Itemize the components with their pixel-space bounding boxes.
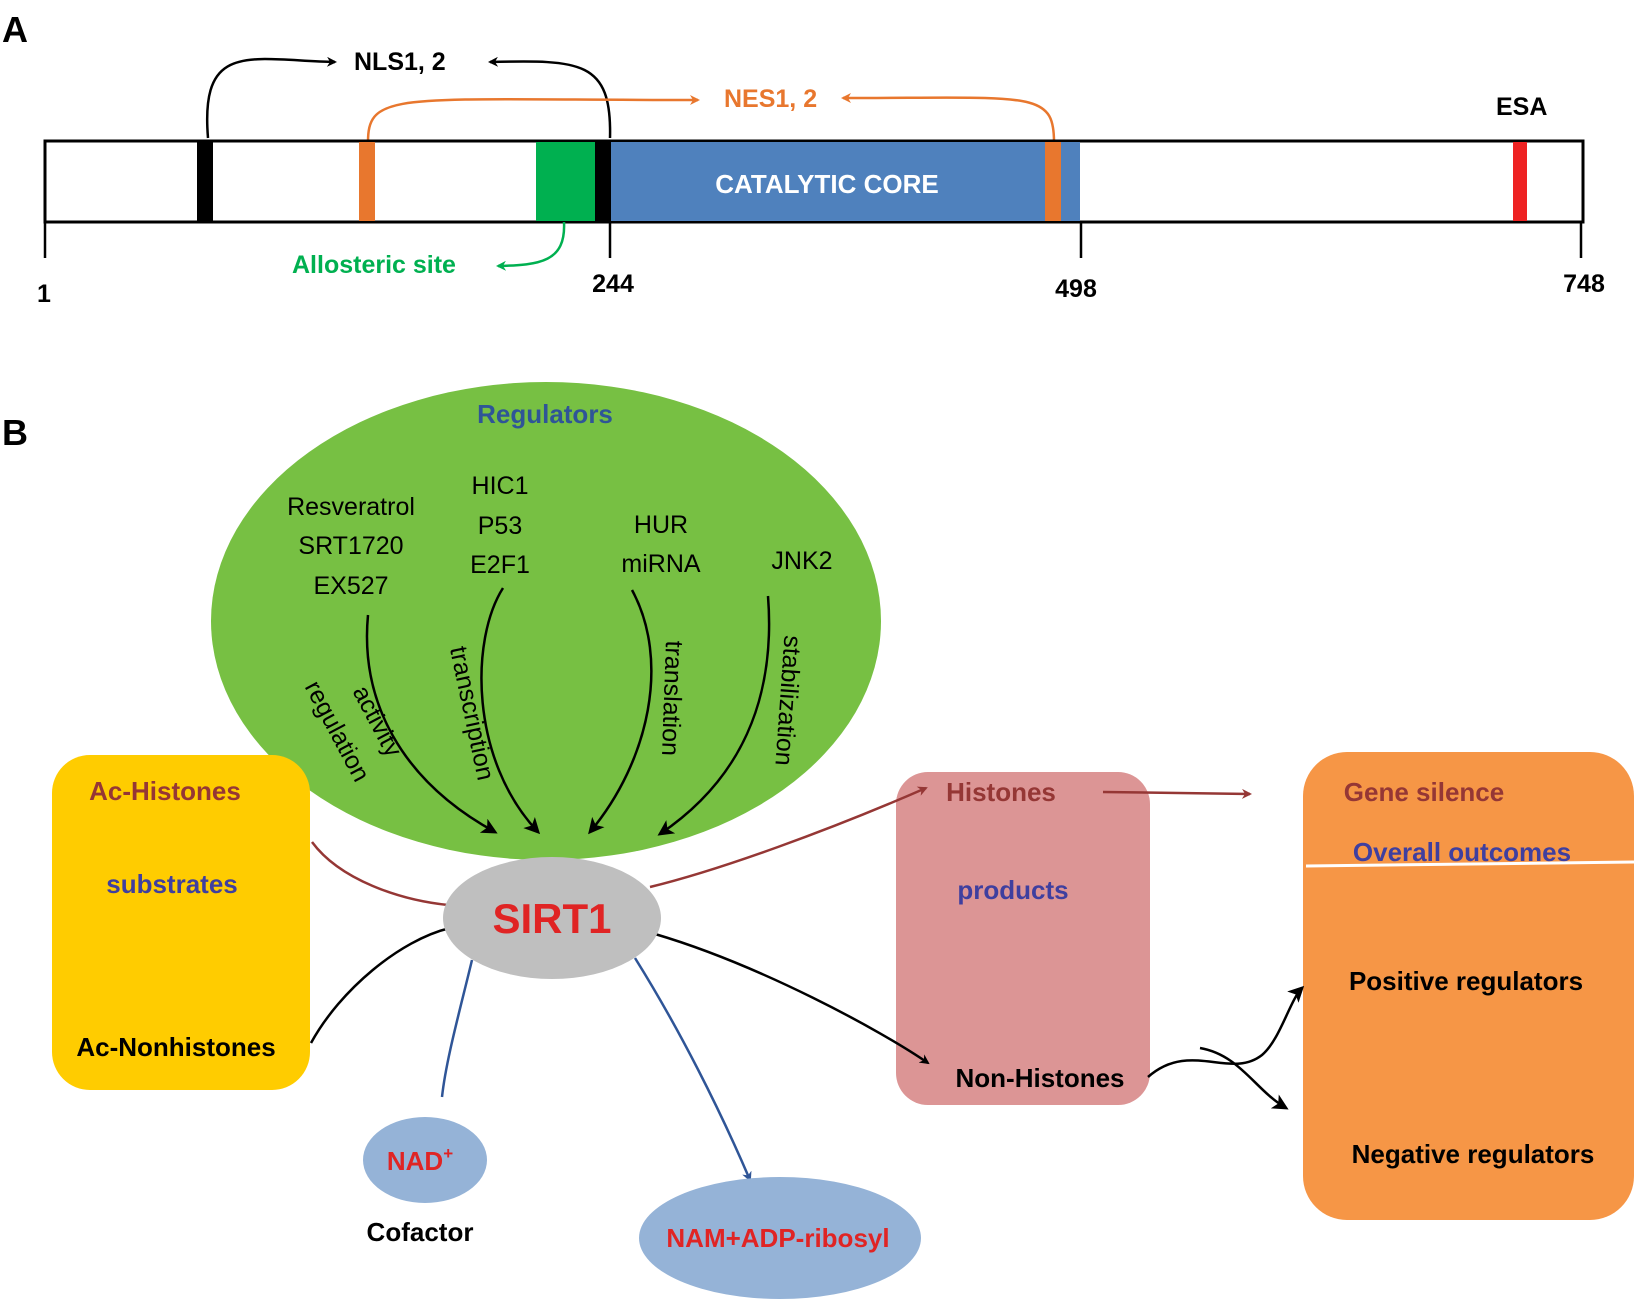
mech-translation: translation	[656, 640, 688, 756]
nls-arrow-right	[488, 56, 612, 139]
nonhistones-label: Non-Histones	[956, 1063, 1125, 1093]
substrates-box	[52, 755, 310, 1090]
arrow-stabilization	[657, 595, 771, 836]
sirt1-ellipse	[443, 857, 661, 979]
nls-arrow-left	[205, 56, 337, 139]
arrow-to-negative	[1199, 1046, 1289, 1110]
regulator-hur: HUR	[634, 511, 688, 539]
histones-label: Histones	[946, 777, 1056, 807]
arrow-sirt1-histones	[649, 786, 928, 889]
products-box	[896, 772, 1150, 1105]
tick-label-244: 244	[592, 270, 634, 298]
regulator-resveratrol: Resveratrol	[287, 493, 415, 521]
overall-outcomes-label: Overall outcomes	[1353, 837, 1571, 867]
tick-label-498: 498	[1055, 275, 1097, 303]
products-label: products	[957, 875, 1068, 905]
arrow-sirt1-byproduct	[633, 957, 752, 1182]
line-cofactor-sirt1	[440, 959, 474, 1098]
ac-histones-label: Ac-Histones	[89, 776, 241, 806]
tick-label-748: 748	[1563, 270, 1605, 298]
regulator-jnk2: JNK2	[771, 547, 832, 575]
nes-label: NES1, 2	[724, 85, 817, 113]
nes-arrow-right	[841, 92, 1056, 143]
nes2-mark	[1045, 142, 1061, 221]
catalytic-core	[610, 142, 1080, 221]
tick-label-1: 1	[37, 280, 51, 308]
esa-label: ESA	[1496, 93, 1547, 121]
allosteric-region	[536, 142, 596, 221]
allosteric-label: Allosteric site	[292, 251, 456, 279]
arrow-sirt1-nonhistones	[654, 932, 930, 1065]
nls2-mark	[595, 142, 611, 221]
cofactor-label: Cofactor	[367, 1217, 474, 1247]
nls-label: NLS1, 2	[354, 48, 446, 76]
nls1-mark	[197, 142, 213, 221]
line-ac-nonhistones-sirt1	[309, 926, 451, 1044]
catalytic-core-label: CATALYTIC CORE	[715, 169, 938, 199]
gene-silence-label: Gene silence	[1344, 777, 1504, 807]
arrow-activity	[365, 614, 498, 834]
outcomes-box	[1303, 752, 1634, 1220]
arrow-transcription	[480, 587, 541, 835]
arrow-translation	[588, 589, 653, 835]
regulator-mirna: miRNA	[621, 550, 700, 578]
regulator-group-2: HIC1 P53 E2F1	[470, 472, 530, 579]
nad-label: NAD+	[387, 1144, 453, 1176]
byproduct-ellipse	[639, 1177, 921, 1299]
panel-b-label: B	[2, 412, 28, 453]
regulator-ex527: EX527	[313, 572, 388, 600]
nad-text: NAD	[387, 1146, 443, 1176]
nes-arrow-left	[366, 94, 700, 143]
nes1-mark	[359, 142, 375, 221]
regulators-ellipse	[211, 382, 881, 860]
nad-ellipse	[363, 1117, 487, 1203]
esa-mark	[1513, 142, 1527, 221]
negative-regulators-label: Negative regulators	[1352, 1139, 1595, 1169]
substrates-label: substrates	[106, 869, 238, 899]
regulator-group-1: Resveratrol SRT1720 EX527	[287, 493, 415, 600]
byproduct-label: NAM+ADP-ribosyl	[666, 1223, 889, 1253]
regulator-hic1: HIC1	[472, 472, 529, 500]
regulator-group-3: HUR miRNA	[621, 511, 700, 578]
panel-a-label: A	[2, 9, 28, 50]
regulator-srt1720: SRT1720	[298, 532, 403, 560]
allosteric-arrow	[496, 221, 566, 271]
regulators-title: Regulators	[477, 399, 613, 429]
line-ac-histones-sirt1	[310, 841, 449, 907]
outcomes-divider	[1305, 860, 1634, 868]
regulator-e2f1: E2F1	[470, 551, 530, 579]
sirt1-label: SIRT1	[492, 895, 611, 942]
ac-nonhistones-label: Ac-Nonhistones	[76, 1032, 275, 1062]
nad-superscript: +	[443, 1144, 453, 1163]
arrow-histones-gene-silence	[1102, 788, 1252, 799]
regulator-p53: P53	[478, 512, 522, 540]
arrow-to-positive	[1147, 985, 1305, 1078]
positive-regulators-label: Positive regulators	[1349, 966, 1583, 996]
